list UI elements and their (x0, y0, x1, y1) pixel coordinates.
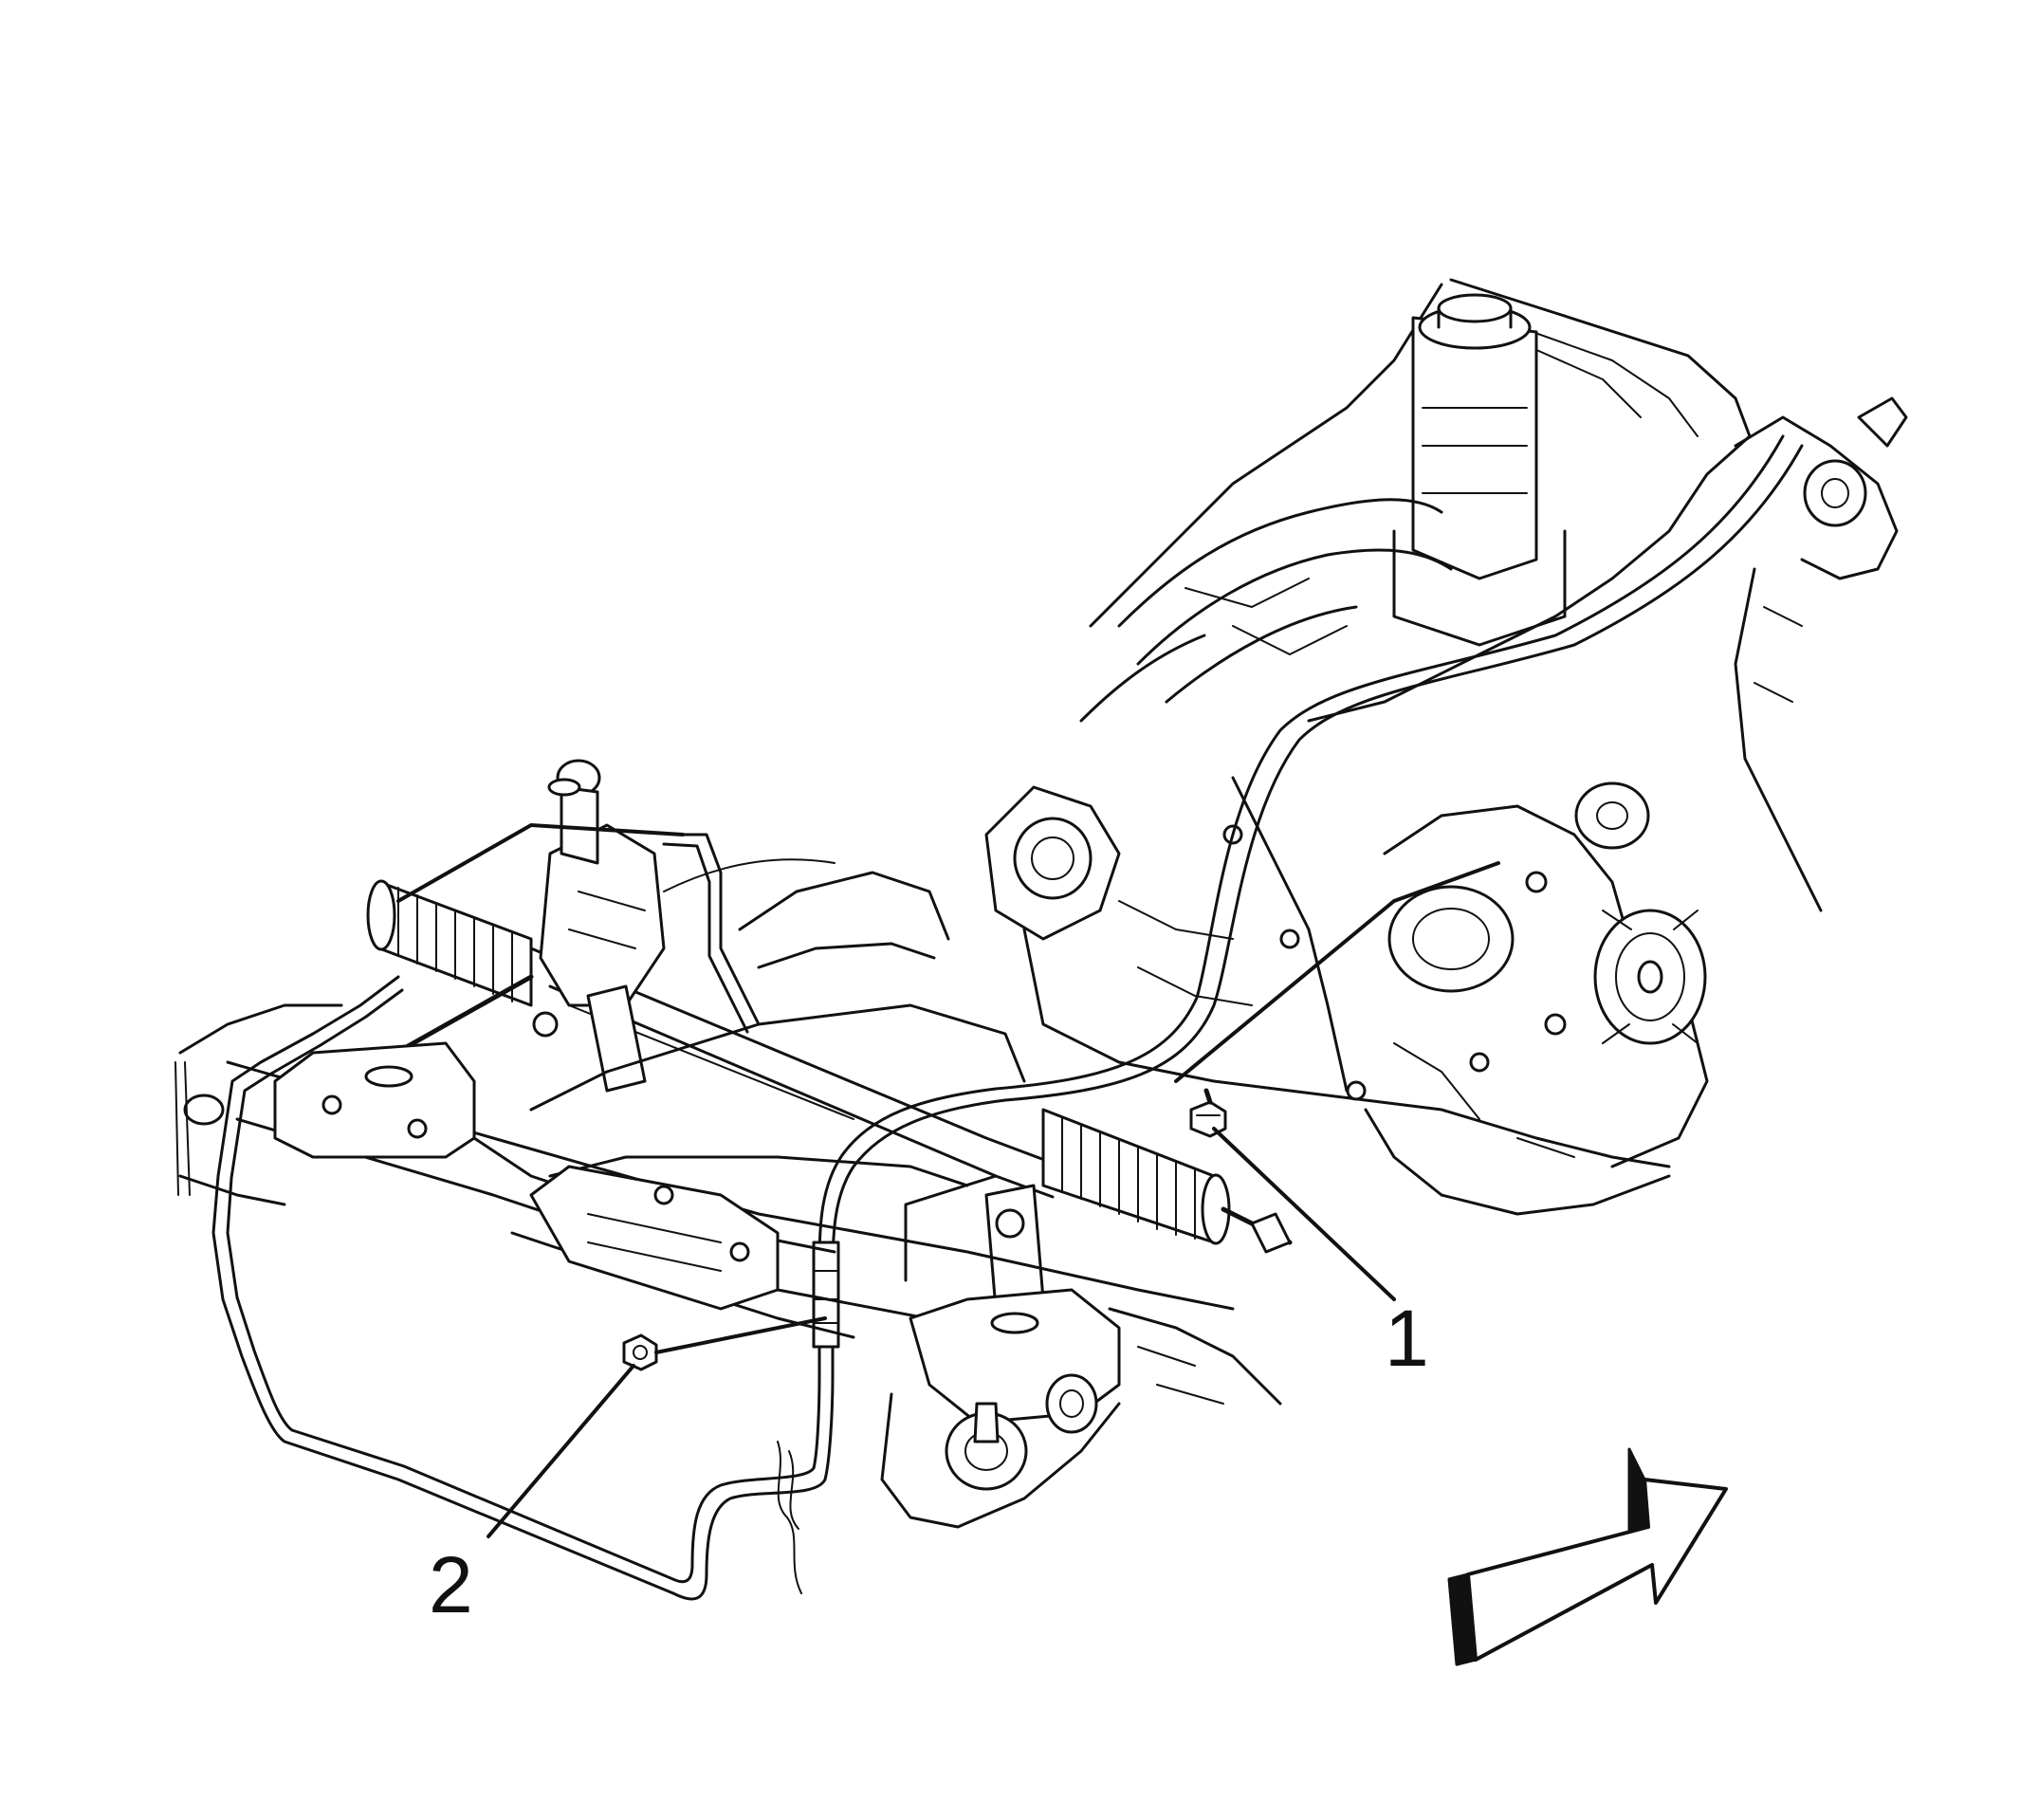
fastener-1 (1189, 1088, 1227, 1138)
leader-line-1-secondary (1174, 861, 1500, 1083)
power-steering-hose (211, 434, 1804, 1601)
leader-line-2-secondary (654, 1316, 827, 1354)
left-rack-boot (366, 879, 533, 1007)
callout-2: 2 (429, 1540, 473, 1629)
fastener-2 (622, 1333, 658, 1371)
engine-assembly (984, 278, 1908, 1216)
leader-line-1 (1212, 1127, 1396, 1301)
callout-1: 1 (1385, 1294, 1429, 1383)
leader-line-hose (396, 822, 685, 903)
front-direction-arrow-icon (1447, 1447, 1728, 1666)
right-rack-boot (1041, 1108, 1231, 1245)
leader-lines (396, 822, 1500, 1538)
front-subframe (174, 858, 1282, 1594)
leader-line-2 (487, 1364, 635, 1538)
steering-gear (348, 759, 1293, 1311)
